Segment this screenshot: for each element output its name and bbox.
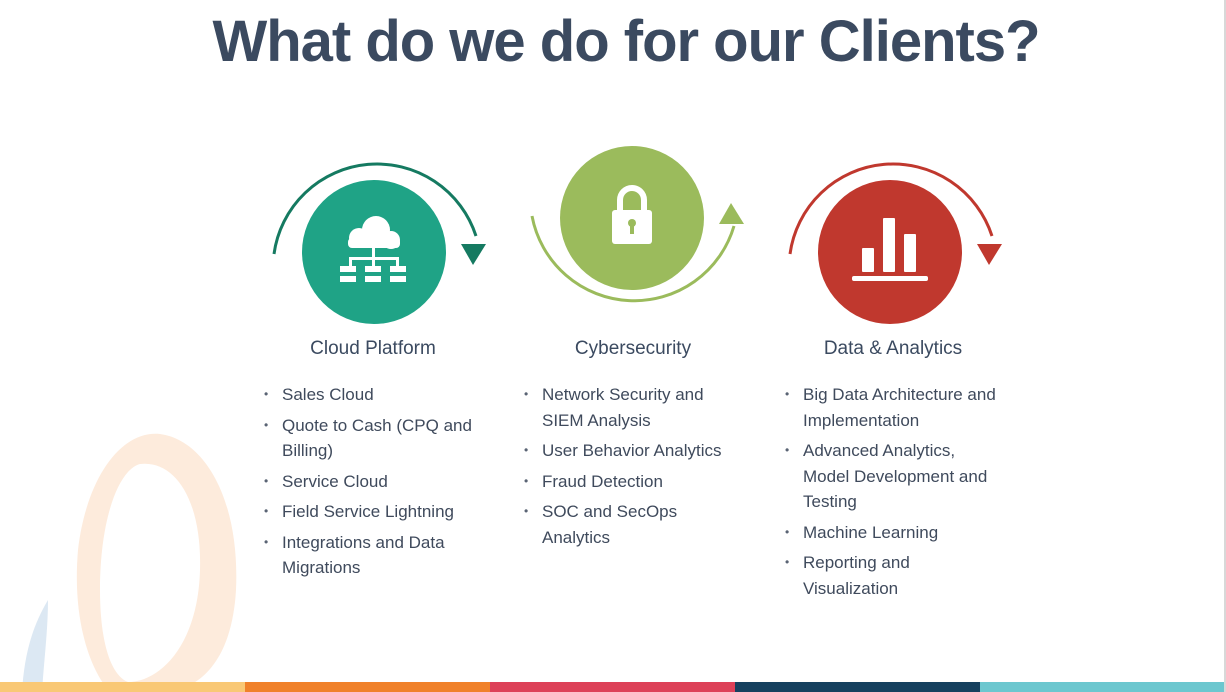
list-item: Fraud Detection [524, 469, 739, 495]
bar-chart-icon [852, 218, 928, 281]
list-item: Service Cloud [264, 469, 484, 495]
list-item: Quote to Cash (CPQ and Billing) [264, 413, 484, 464]
list-item: Big Data Architecture and Implementation [785, 382, 1000, 433]
cybersecurity-graphic [530, 146, 744, 303]
list-item: Sales Cloud [264, 382, 484, 408]
footer-bar-orange [245, 682, 490, 692]
service-heading-data-analytics: Data & Analytics [823, 338, 963, 359]
list-item: Machine Learning [785, 520, 1000, 546]
list-item: SOC and SecOps Analytics [524, 499, 739, 550]
list-item: User Behavior Analytics [524, 438, 739, 464]
slide-edge [1224, 0, 1226, 692]
service-heading-cybersecurity: Cybersecurity [574, 338, 692, 359]
cloud-network-icon [340, 216, 406, 282]
footer-bar-yellow [0, 682, 245, 692]
data-analytics-graphic [788, 162, 1002, 324]
footer-bar-pink [490, 682, 735, 692]
service-heading-cloud-platform: Cloud Platform [310, 338, 436, 359]
page-title: What do we do for our Clients? [212, 9, 1040, 74]
footer-bar-navy [735, 682, 980, 692]
decorative-swirl [22, 433, 237, 692]
list-item: Integrations and Data Migrations [264, 530, 484, 581]
cloud-platform-graphic [272, 162, 486, 324]
footer-bar-teal [980, 682, 1226, 692]
list-item: Advanced Analytics, Model Development an… [785, 438, 1000, 515]
lock-icon [612, 185, 652, 244]
data-analytics-list: Big Data Architecture and Implementation… [785, 382, 1000, 606]
list-item: Reporting and Visualization [785, 550, 1000, 601]
list-item: Field Service Lightning [264, 499, 484, 525]
cloud-platform-list: Sales Cloud Quote to Cash (CPQ and Billi… [264, 382, 484, 586]
cybersecurity-list: Network Security and SIEM Analysis User … [524, 382, 739, 555]
list-item: Network Security and SIEM Analysis [524, 382, 739, 433]
